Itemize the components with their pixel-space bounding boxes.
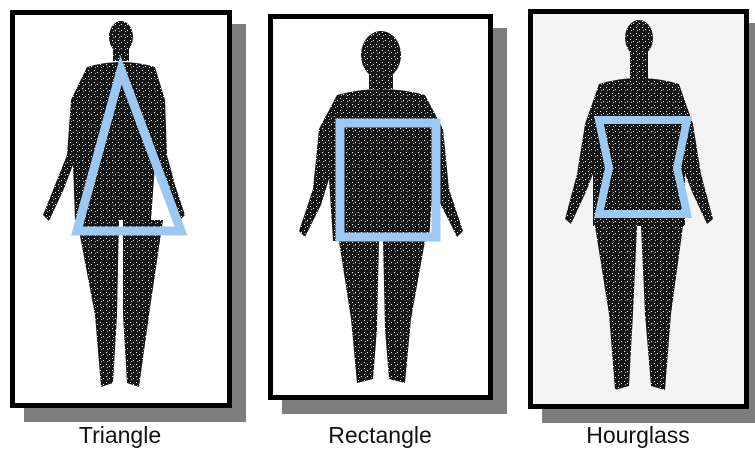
hourglass-figure-svg — [533, 14, 744, 404]
panel-triangle — [10, 10, 232, 408]
caption-triangle: Triangle — [10, 422, 230, 449]
panel-hourglass — [528, 9, 749, 409]
rectangle-figure-svg — [273, 19, 488, 395]
caption-hourglass: Hourglass — [528, 422, 748, 449]
triangle-figure-svg — [15, 15, 227, 403]
caption-rectangle: Rectangle — [270, 422, 490, 449]
silhouette — [43, 21, 185, 387]
panel-rectangle — [268, 14, 493, 400]
